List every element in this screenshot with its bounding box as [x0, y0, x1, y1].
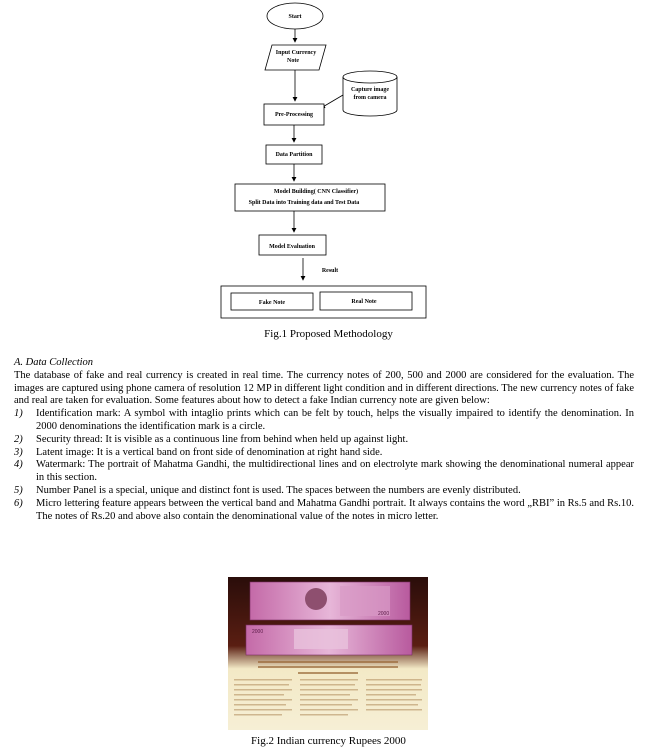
- list-number: 5): [14, 484, 23, 496]
- fake-note-label: Fake Note: [259, 300, 285, 306]
- model-building-node: [234, 183, 386, 212]
- result-label: Result: [322, 268, 338, 274]
- data-collection-section: A. Data Collection The database of fake …: [14, 357, 634, 523]
- capture-node: [342, 70, 398, 117]
- note-back: 2000: [245, 624, 413, 656]
- list-number: 1): [14, 408, 23, 420]
- note-value-front: 2000: [378, 611, 389, 617]
- methodology-flowchart: Start Input Currency Note Capture image …: [220, 2, 427, 319]
- real-note-label: Real Note: [351, 299, 376, 305]
- capture-label-2: from camera: [353, 95, 386, 101]
- list-number: 3): [14, 446, 23, 458]
- list-number: 4): [14, 459, 23, 471]
- evaluation-node: [258, 234, 327, 256]
- input-label-1: Input Currency: [276, 50, 316, 56]
- list-text: Identification mark: A symbol with intag…: [36, 408, 634, 432]
- list-text: Latent image: It is a vertical band on f…: [36, 446, 383, 458]
- feature-list: 1) Identification mark: A symbol with int…: [14, 408, 634, 523]
- partition-label: Data Partition: [276, 152, 313, 158]
- note-front: 2000: [249, 581, 411, 621]
- figure2-caption: Fig.2 Indian currency Rupees 2000: [251, 735, 406, 747]
- figure1-caption: Fig.1 Proposed Methodology: [264, 328, 393, 340]
- list-text: Micro lettering feature appears between …: [36, 497, 634, 522]
- list-item: 3) Latent image: It is a vertical band on…: [14, 447, 634, 460]
- capture-label-1: Capture image: [351, 87, 389, 93]
- section-title: A. Data Collection: [14, 357, 94, 368]
- fake-note-node: [230, 292, 314, 311]
- list-text: Security thread: It is visible as a cont…: [36, 433, 409, 445]
- list-text: Watermark: The portrait of Mahatma Gandh…: [36, 459, 634, 484]
- real-note-node: [319, 291, 413, 311]
- model-label-2: Split Data into Training data and Test D…: [249, 200, 360, 206]
- list-item: 6) Micro lettering feature appears betwee…: [14, 498, 634, 524]
- preprocessing-label: Pre-Processing: [275, 112, 313, 118]
- input-node: [264, 44, 327, 71]
- list-number: 2): [14, 433, 23, 445]
- list-item: 5) Number Panel is a special, unique and …: [14, 485, 634, 498]
- list-number: 6): [14, 497, 23, 509]
- list-item: 2) Security thread: It is visible as a co…: [14, 434, 634, 447]
- list-text: Number Panel is a special, unique and di…: [36, 484, 521, 496]
- input-label-2: Note: [287, 58, 299, 64]
- start-label: Start: [289, 14, 302, 20]
- section-paragraph: The database of fake and real currency i…: [14, 369, 634, 407]
- list-item: 4) Watermark: The portrait of Mahatma Gan…: [14, 459, 634, 485]
- list-item: 1) Identification mark: A symbol with int…: [14, 408, 634, 434]
- model-label-1: Model Building( CNN Classifier): [274, 188, 358, 195]
- evaluation-label: Model Evaluation: [269, 244, 316, 250]
- note-value-back: 2000: [252, 629, 263, 635]
- currency-note-image: 2000 2000: [228, 577, 428, 730]
